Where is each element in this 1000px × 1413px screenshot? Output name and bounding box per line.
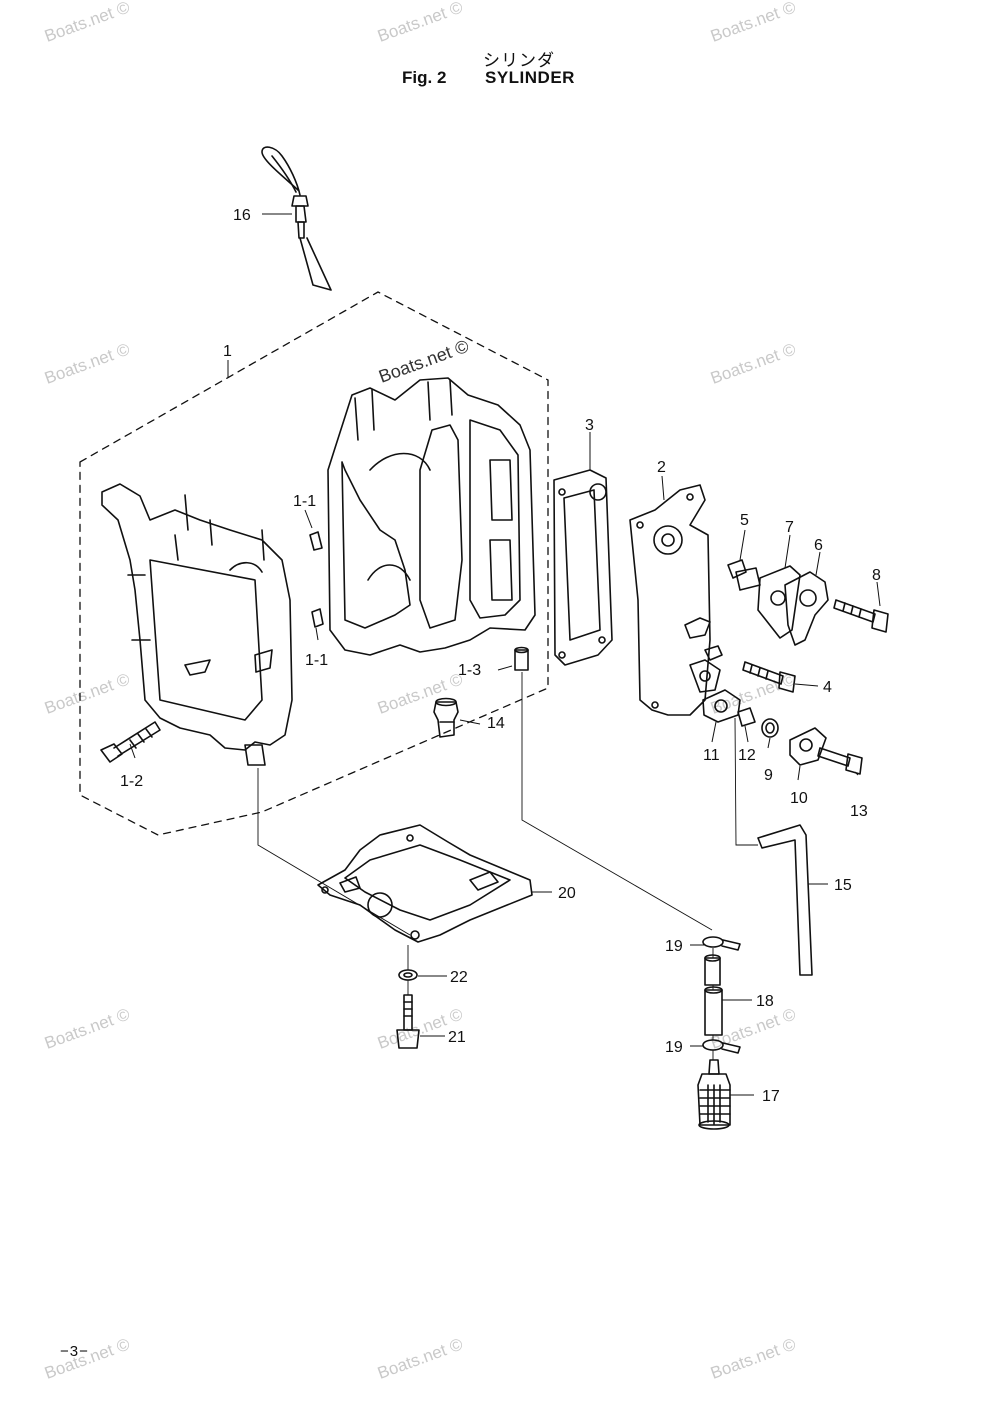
part-label-2: 2	[657, 459, 666, 476]
page-number: −3−	[60, 1343, 89, 1360]
cylinder-fitting	[514, 646, 529, 671]
base-gasket	[317, 824, 533, 943]
title-japanese: シリンダ	[483, 51, 555, 71]
part-label-12: 12	[738, 747, 756, 764]
part-label-1: 1	[223, 343, 232, 360]
hose-15	[757, 824, 813, 976]
figure-number: Fig. 2	[402, 68, 447, 87]
cylinder-block	[327, 377, 536, 656]
part-label-8: 8	[872, 567, 881, 584]
part-label-5: 5	[740, 512, 749, 529]
gasket-11	[702, 689, 741, 723]
bolt-8	[833, 599, 889, 633]
part-label-21: 21	[448, 1029, 466, 1046]
part-label-14: 14	[487, 715, 505, 732]
part-label-9: 9	[764, 767, 773, 784]
plug	[433, 697, 459, 738]
part-label-13: 13	[850, 803, 868, 820]
part-label-1-2: 1-2	[120, 773, 143, 790]
fuel-filter	[697, 1059, 731, 1130]
assembly-lines	[257, 672, 758, 1060]
clip-19a	[702, 936, 741, 951]
washer-22	[398, 969, 418, 981]
bolt-12	[737, 707, 756, 727]
fitting-5	[727, 559, 761, 591]
part-label-11: 11	[703, 747, 720, 764]
flange-10	[789, 727, 827, 766]
part-label-1-1: 1-1	[305, 652, 328, 669]
leader-lines	[129, 213, 881, 1096]
part-label-15: 15	[834, 877, 852, 894]
figure-title: SYLINDER	[485, 68, 575, 87]
part-labels: 16 1 1-1 1-1 1-2 1-3 14 3 2 5 7 6 8 4 11…	[120, 207, 881, 1105]
part-label-7: 7	[785, 519, 794, 536]
part-label-1-1: 1-1	[293, 493, 316, 510]
part-label-10: 10	[790, 790, 808, 807]
part-label-19: 19	[665, 938, 683, 955]
exhaust-gasket	[553, 469, 613, 666]
part-label-17: 17	[762, 1088, 780, 1105]
clip-19b	[702, 1039, 741, 1054]
part-label-3: 3	[585, 417, 594, 434]
oil-dipstick	[261, 146, 332, 291]
crankcase	[101, 483, 293, 766]
cylinder-bolt	[100, 721, 161, 763]
part-label-1-3: 1-3	[458, 662, 481, 679]
cover-6	[784, 571, 829, 646]
part-label-22: 22	[450, 969, 468, 986]
part-label-18: 18	[756, 993, 774, 1010]
gasket-7	[757, 565, 801, 639]
part-label-16: 16	[233, 207, 251, 224]
spacer-9	[761, 718, 779, 738]
part-label-6: 6	[814, 537, 823, 554]
exhaust-cover	[629, 484, 723, 716]
part-label-19: 19	[665, 1039, 683, 1056]
hose-18	[704, 954, 723, 1036]
part-label-4: 4	[823, 679, 832, 696]
dowel-pin	[311, 608, 324, 628]
bolt-13	[817, 747, 863, 775]
bolt-4	[742, 661, 796, 693]
bolt-21	[396, 994, 420, 1049]
part-label-20: 20	[558, 885, 576, 902]
dowel-pin	[309, 531, 323, 551]
